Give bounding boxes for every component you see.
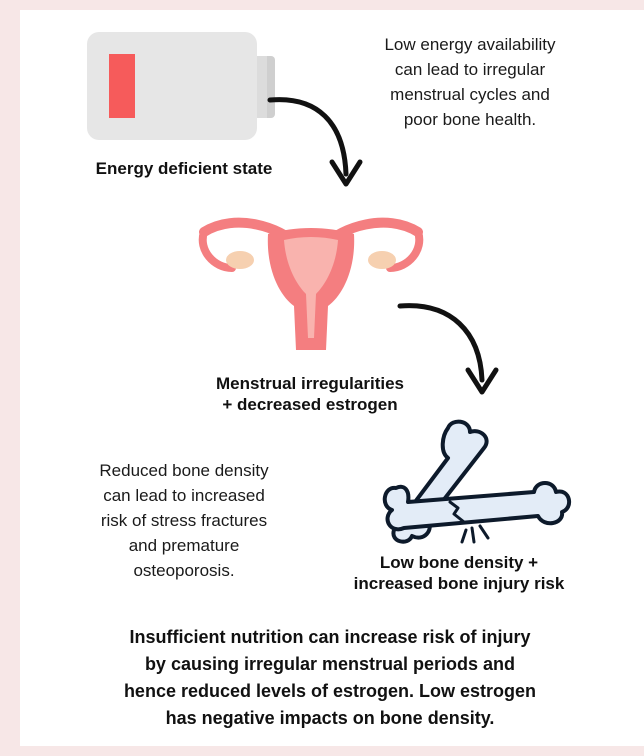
energy-note-line: can lead to irregular	[340, 57, 600, 82]
uterus-icon	[196, 210, 426, 360]
summary-line: hence reduced levels of estrogen. Low es…	[40, 678, 620, 705]
bone-note: Reduced bone density can lead to increas…	[60, 458, 308, 583]
summary-line: by causing irregular menstrual periods a…	[40, 651, 620, 678]
label-line: + decreased estrogen	[160, 394, 460, 415]
summary-line: has negative impacts on bone density.	[40, 705, 620, 732]
label-line: increased bone injury risk	[314, 573, 604, 594]
battery-low-icon	[87, 32, 277, 140]
bone-note-line: Reduced bone density	[60, 458, 308, 483]
energy-deficient-label: Energy deficient state	[50, 158, 318, 179]
menstrual-irregularities-label: Menstrual irregularities + decreased est…	[160, 373, 460, 415]
summary-line: Insufficient nutrition can increase risk…	[40, 624, 620, 651]
bone-note-line: risk of stress fractures	[60, 508, 308, 533]
summary-text: Insufficient nutrition can increase risk…	[40, 624, 620, 732]
label-line: Low bone density +	[314, 552, 604, 573]
bone-note-line: can lead to increased	[60, 483, 308, 508]
low-bone-density-label: Low bone density + increased bone injury…	[314, 552, 604, 594]
energy-note-line: menstrual cycles and	[340, 82, 600, 107]
bone-note-line: osteoporosis.	[60, 558, 308, 583]
energy-note-line: Low energy availability	[340, 32, 600, 57]
bone-note-line: and premature	[60, 533, 308, 558]
label-line: Menstrual irregularities	[160, 373, 460, 394]
energy-note-line: poor bone health.	[340, 107, 600, 132]
energy-note: Low energy availability can lead to irre…	[340, 32, 600, 132]
fractured-bones-icon	[378, 418, 574, 548]
